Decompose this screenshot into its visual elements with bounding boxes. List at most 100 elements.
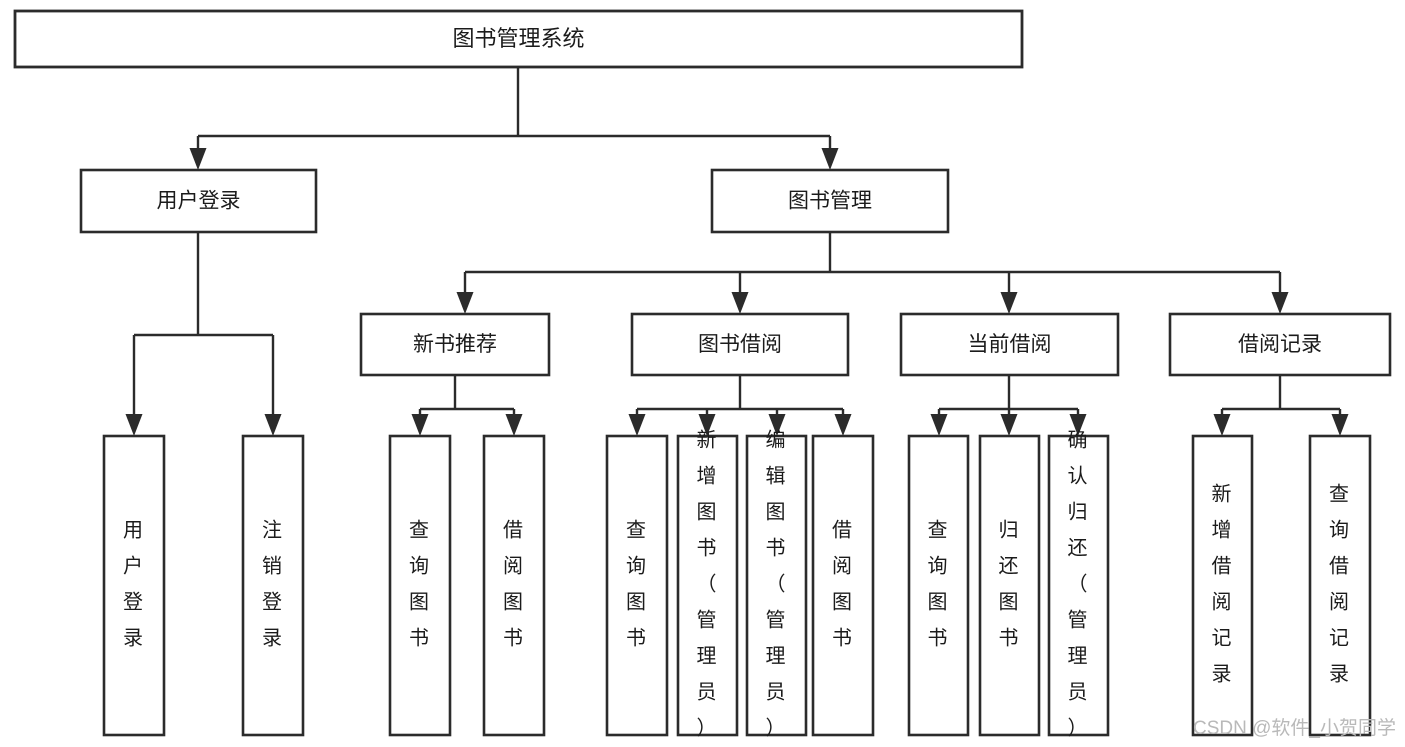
node-label: 借阅图书 bbox=[832, 519, 854, 650]
arrow-leaf-query-book-current bbox=[930, 409, 948, 436]
arrow-book-borrow bbox=[731, 272, 749, 314]
node-leaf-user-login[interactable]: 用户登录 bbox=[102, 434, 166, 737]
arrow-head bbox=[264, 414, 282, 436]
node-label: 查询图书 bbox=[626, 519, 648, 650]
arrow-head bbox=[731, 292, 749, 314]
node-leaf-add-book-admin[interactable]: 新增图书（管理员） bbox=[676, 429, 739, 740]
node-label: 当前借阅 bbox=[968, 333, 1052, 356]
node-new-book-recommend[interactable]: 新书推荐 bbox=[359, 312, 551, 377]
node-box[interactable] bbox=[1308, 434, 1372, 737]
arrow-leaf-user-logout bbox=[264, 335, 282, 436]
node-leaf-edit-book-admin[interactable]: 编辑图书（管理员） bbox=[745, 429, 808, 740]
connector-layer bbox=[125, 67, 1349, 436]
node-box[interactable] bbox=[676, 434, 739, 737]
arrow-leaf-confirm-return-admin bbox=[1069, 409, 1087, 436]
arrow-head bbox=[456, 292, 474, 314]
node-box[interactable] bbox=[1191, 434, 1254, 737]
connector-bus-root bbox=[198, 67, 830, 138]
arrow-leaf-user-login bbox=[125, 335, 143, 436]
node-borrow-record[interactable]: 借阅记录 bbox=[1168, 312, 1392, 377]
node-leaf-return-book[interactable]: 归还图书 bbox=[978, 434, 1041, 737]
node-book-borrow[interactable]: 图书借阅 bbox=[630, 312, 850, 377]
arrow-head bbox=[930, 414, 948, 436]
arrow-leaf-borrow-book-new bbox=[505, 409, 523, 436]
connector-bus-current-borrow bbox=[939, 375, 1078, 411]
node-label: 借阅图书 bbox=[503, 519, 525, 650]
arrow-leaf-query-book-borrow bbox=[628, 409, 646, 436]
node-label: 归还图书 bbox=[999, 519, 1021, 650]
watermark-layer: CSDN @软件_小贺同学 bbox=[1193, 717, 1396, 739]
node-box[interactable] bbox=[605, 434, 669, 737]
arrow-head bbox=[411, 414, 429, 436]
node-root[interactable]: 图书管理系统 bbox=[13, 9, 1024, 69]
arrow-head bbox=[821, 148, 839, 170]
node-box[interactable] bbox=[482, 434, 546, 737]
node-box[interactable] bbox=[241, 434, 305, 737]
node-label: 新增借阅记录 bbox=[1212, 483, 1234, 686]
arrow-book-manage bbox=[821, 136, 839, 170]
node-box[interactable] bbox=[1047, 434, 1110, 737]
arrow-head bbox=[834, 414, 852, 436]
node-box[interactable] bbox=[359, 312, 551, 377]
node-label: 用户登录 bbox=[123, 520, 145, 650]
node-label: 查询图书 bbox=[928, 519, 950, 650]
arrow-head bbox=[189, 148, 207, 170]
node-box[interactable] bbox=[745, 434, 808, 737]
arrow-leaf-add-book-admin bbox=[698, 409, 716, 436]
connector-bus-book-manage bbox=[465, 232, 1280, 274]
arrow-leaf-query-borrow-record bbox=[1331, 409, 1349, 436]
node-box[interactable] bbox=[388, 434, 452, 737]
node-box[interactable] bbox=[811, 434, 875, 737]
arrow-leaf-borrow-book bbox=[834, 409, 852, 436]
node-label: 图书管理 bbox=[788, 190, 872, 213]
node-label: 查询图书 bbox=[409, 519, 431, 650]
node-layer: 图书管理系统用户登录图书管理新书推荐图书借阅当前借阅借阅记录用户登录注销登录查询… bbox=[13, 9, 1392, 740]
arrow-head bbox=[1000, 292, 1018, 314]
node-leaf-borrow-book-new[interactable]: 借阅图书 bbox=[482, 434, 546, 737]
node-box[interactable] bbox=[907, 434, 970, 737]
node-label: 图书借阅 bbox=[698, 333, 782, 356]
node-leaf-user-logout[interactable]: 注销登录 bbox=[241, 434, 305, 737]
arrow-head bbox=[698, 414, 716, 436]
arrow-leaf-add-borrow-record bbox=[1213, 409, 1231, 436]
node-label: 确认归还（管理员） bbox=[1068, 429, 1090, 740]
node-book-manage[interactable]: 图书管理 bbox=[710, 168, 950, 234]
node-leaf-add-borrow-record[interactable]: 新增借阅记录 bbox=[1191, 434, 1254, 737]
node-box[interactable] bbox=[13, 9, 1024, 69]
node-user-login[interactable]: 用户登录 bbox=[79, 168, 318, 234]
arrow-new-book-recommend bbox=[456, 272, 474, 314]
node-leaf-borrow-book[interactable]: 借阅图书 bbox=[811, 434, 875, 737]
node-box[interactable] bbox=[899, 312, 1120, 377]
arrow-head bbox=[1069, 414, 1087, 436]
node-box[interactable] bbox=[79, 168, 318, 234]
node-leaf-query-book-new[interactable]: 查询图书 bbox=[388, 434, 452, 737]
arrow-head bbox=[125, 414, 143, 436]
node-leaf-query-book-borrow[interactable]: 查询图书 bbox=[605, 434, 669, 737]
node-box[interactable] bbox=[710, 168, 950, 234]
node-label: 图书管理系统 bbox=[452, 26, 584, 51]
node-box[interactable] bbox=[630, 312, 850, 377]
connector-bus-new-book bbox=[420, 375, 514, 411]
arrow-head bbox=[1271, 292, 1289, 314]
arrow-head bbox=[628, 414, 646, 436]
connector-bus-user-login bbox=[134, 232, 273, 337]
node-leaf-confirm-return-admin[interactable]: 确认归还（管理员） bbox=[1047, 429, 1110, 740]
arrow-head bbox=[1331, 414, 1349, 436]
node-label: 查询借阅记录 bbox=[1329, 483, 1351, 686]
node-current-borrow[interactable]: 当前借阅 bbox=[899, 312, 1120, 377]
arrow-leaf-query-book-new bbox=[411, 409, 429, 436]
node-label: 注销登录 bbox=[262, 519, 284, 650]
node-label: 用户登录 bbox=[157, 190, 241, 213]
connector-bus-book-borrow bbox=[637, 375, 843, 411]
node-leaf-query-borrow-record[interactable]: 查询借阅记录 bbox=[1308, 434, 1372, 737]
node-label: 借阅记录 bbox=[1238, 333, 1322, 356]
connector-bus-borrow-record bbox=[1222, 375, 1340, 411]
arrow-head bbox=[505, 414, 523, 436]
node-box[interactable] bbox=[1168, 312, 1392, 377]
node-box[interactable] bbox=[102, 434, 166, 737]
node-box[interactable] bbox=[978, 434, 1041, 737]
node-leaf-query-book-current[interactable]: 查询图书 bbox=[907, 434, 970, 737]
arrow-head bbox=[1000, 414, 1018, 436]
